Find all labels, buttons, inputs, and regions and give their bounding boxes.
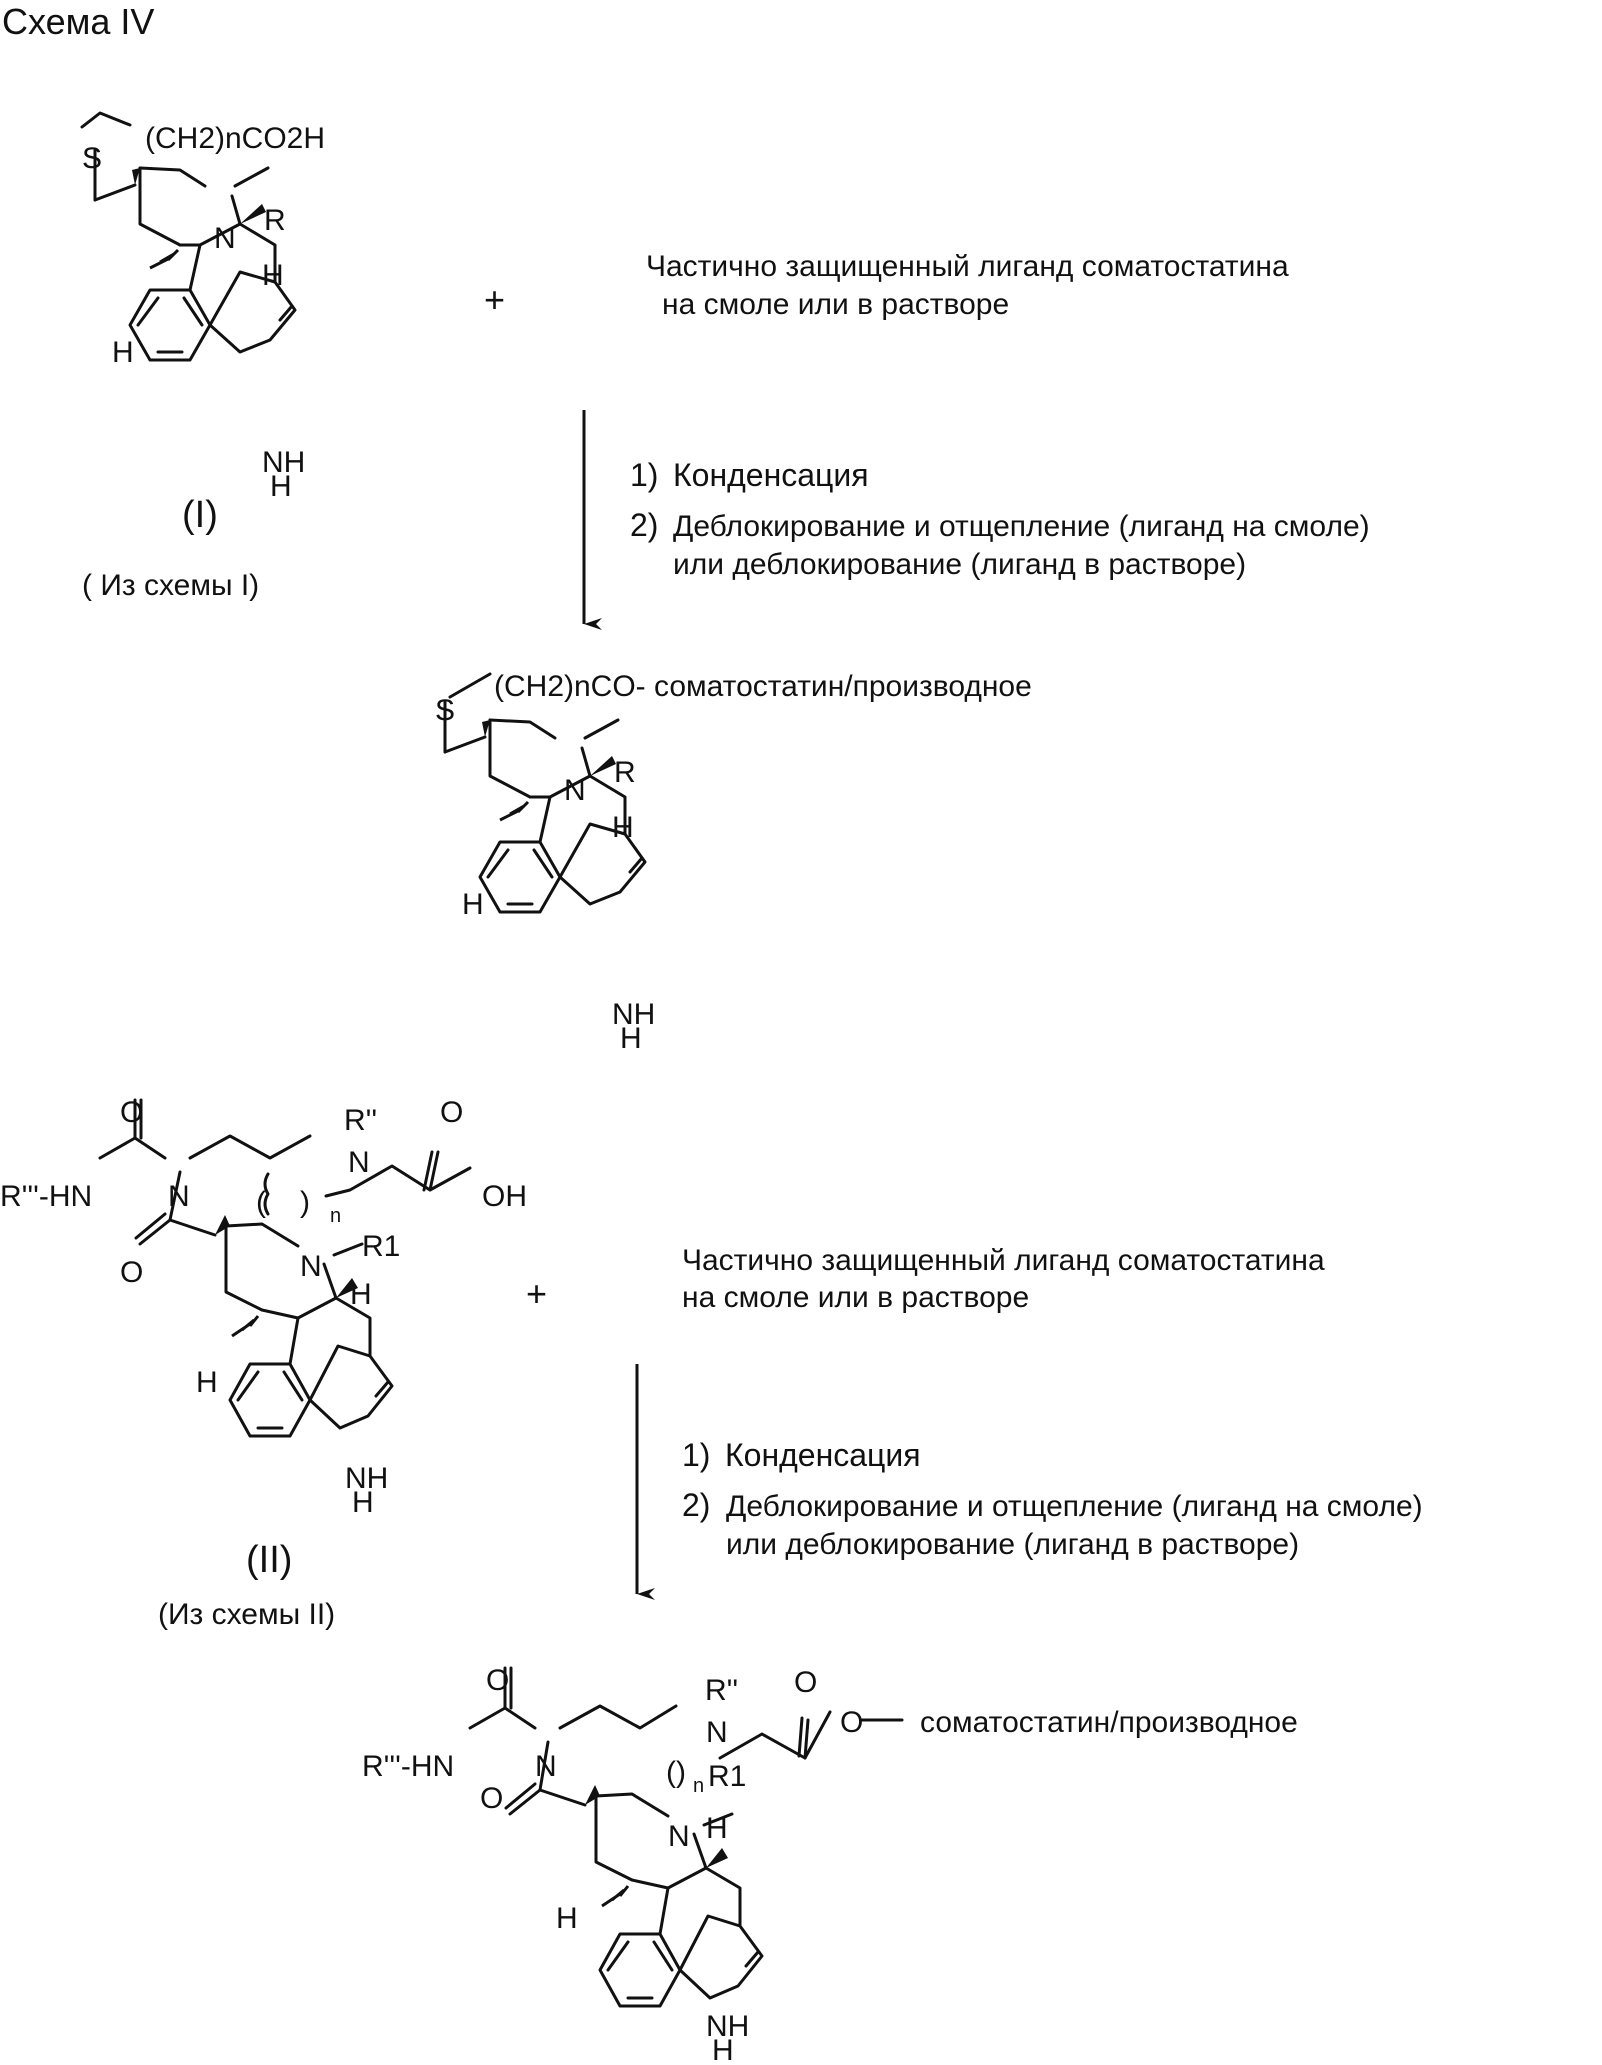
h-II-b: H (196, 1366, 218, 1399)
r1-P2: R1 (708, 1760, 746, 1793)
nh-h-II: H (352, 1486, 374, 1519)
n-ring-P2: N (668, 1820, 690, 1853)
step-1-text-2: Конденсация (725, 1437, 921, 1473)
o-bottom-II: O (120, 1256, 143, 1289)
step-1-text-1: Конденсация (673, 457, 869, 493)
h-P2-b: H (556, 1902, 578, 1935)
n-amine-II: N (348, 1146, 370, 1179)
o-acid-II: O (440, 1096, 463, 1129)
paren-r-II: ) (300, 1186, 310, 1219)
o-ester-P2: O (840, 1706, 863, 1739)
h-atom-I-b: H (112, 336, 134, 369)
step-1-num-2: 1) (682, 1437, 710, 1473)
oh-II: OH (482, 1180, 527, 1213)
h-atom-I-a: H (262, 259, 284, 292)
rpp-II: R'' (344, 1104, 377, 1137)
n-ring-II: N (300, 1250, 322, 1283)
step-2-num-2: 2) (682, 1487, 710, 1523)
paren-r-P2: ) (676, 1756, 686, 1789)
step-1-num-1: 1) (630, 457, 658, 493)
reactant-II-structure (100, 1100, 470, 1436)
h-atom-P1-b: H (462, 888, 484, 921)
o-top-II: O (120, 1096, 143, 1129)
paren-l-P2: ( (666, 1756, 676, 1789)
n-amide-II: N (168, 1180, 190, 1213)
s-atom-I: S (82, 142, 102, 175)
plus-sign-1: + (484, 279, 505, 320)
plus-sign-2: + (526, 1273, 547, 1314)
step-2-line2-2: или деблокирование (лиганд в растворе) (726, 1528, 1299, 1561)
r-group-II: R'''-HN (0, 1180, 92, 1213)
compound-label-I: (I) (182, 494, 218, 536)
side-chain-I: (CH2)nCO2H (145, 122, 325, 155)
o-bottom-P2: O (480, 1782, 503, 1815)
reagent-2-line1: Частично защищенный лиганд соматостатина (682, 1244, 1325, 1277)
step-2-line2-1: или деблокирование (лиганд в растворе) (673, 548, 1246, 581)
n-atom-I: N (214, 222, 236, 255)
side-chain-P1: (CH2)nCO- соматостатин/производное (494, 670, 1032, 703)
h-P2-a: H (706, 1812, 728, 1845)
compound-source-II: (Из схемы II) (158, 1598, 335, 1631)
paren-l-II: ( (256, 1186, 266, 1219)
r-sub-I: R (264, 204, 286, 237)
r-group-P2: R'''-HN (362, 1750, 454, 1783)
reagent-1-line2: на смоле или в растворе (662, 288, 1009, 321)
o-acid-P2: O (794, 1666, 817, 1699)
scheme-title: Схема IV (2, 1, 154, 42)
nh-h-P2: H (712, 2034, 734, 2065)
reagent-1-line1: Частично защищенный лиганд соматостатина (646, 250, 1289, 283)
step-2-num-1: 2) (630, 507, 658, 543)
n-amide-P2: N (535, 1750, 557, 1783)
n-sub-P2: n (693, 1775, 704, 1797)
compound-label-II: (II) (246, 1539, 292, 1581)
step-2-line1-2: Деблокирование и отщепление (лиганд на с… (726, 1490, 1423, 1523)
r1-II: R1 (362, 1230, 400, 1263)
section-2: R'''-HN O N ( ) n R'' N O OH O N R1 H H … (0, 1096, 1423, 2065)
h-atom-P1-a: H (612, 811, 634, 844)
nh-h-P1: H (620, 1022, 642, 1055)
n-atom-P1: N (564, 774, 586, 807)
reactant-I-structure: S (CH2)nCO2H N R H H NH H (82, 113, 325, 503)
compound-source-I: ( Из схемы I) (82, 569, 259, 602)
rpp-P2: R'' (705, 1674, 738, 1707)
r-sub-P1: R (614, 756, 636, 789)
nh-h-I: H (270, 470, 292, 503)
step-2-line1-1: Деблокирование и отщепление (лиганд на с… (673, 510, 1370, 543)
reagent-2-line2: на смоле или в растворе (682, 1281, 1029, 1314)
n-amine-P2: N (706, 1716, 728, 1749)
o-top-P2: O (486, 1664, 509, 1697)
tail-P2: соматостатин/производное (920, 1706, 1298, 1739)
n-sub-II: n (330, 1205, 341, 1227)
section-1: S (CH2)nCO2H N R H H NH H (I) ( Из схемы… (82, 113, 1370, 1055)
h-II-a: H (350, 1278, 372, 1311)
s-atom-P1: S (435, 694, 455, 727)
product-1-structure: S N R H H NH H (435, 674, 655, 1055)
